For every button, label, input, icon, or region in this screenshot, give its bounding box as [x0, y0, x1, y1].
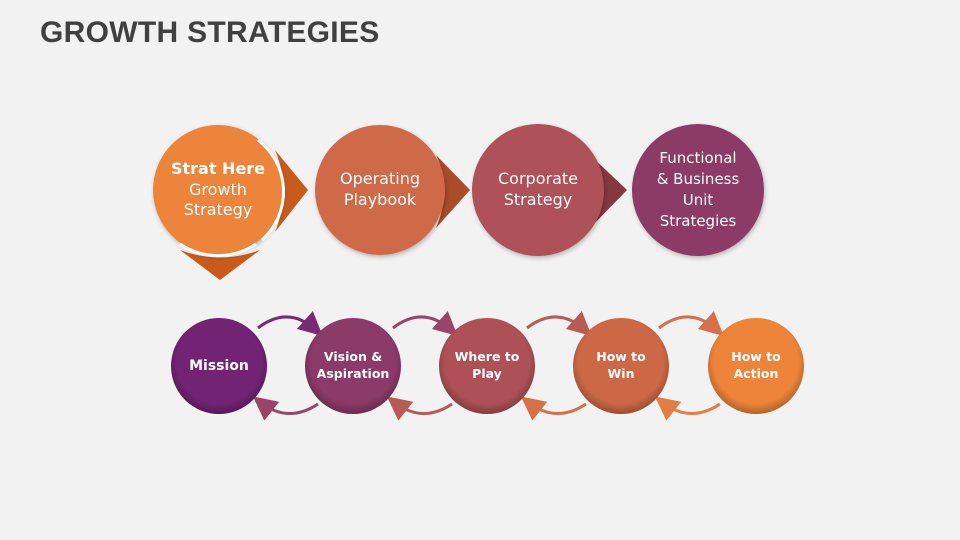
cycle-label-vision: Vision & Aspiration	[316, 349, 390, 381]
cycle-label-how-to-win: How to Win	[596, 349, 646, 381]
step-circle-corporate-strategy	[472, 124, 604, 256]
backward-arrow-icon	[386, 396, 453, 421]
chevron-arrow-icon	[275, 150, 308, 232]
chevron-down-icon	[180, 250, 260, 280]
step-circle-functional-business	[632, 124, 764, 256]
page-title: GROWTH STRATEGIES	[40, 16, 380, 49]
cycle-label-how-to-action: How to Action	[731, 349, 781, 381]
backward-arrow-icon	[252, 396, 319, 421]
start-here-heading: Strat Here	[170, 158, 266, 178]
step-label-functional-business: Functional & Business Unit Strategies	[656, 149, 740, 230]
step-circle-growth-strategy	[153, 125, 283, 255]
forward-arrow-icon	[526, 311, 592, 336]
cycle-label-where-to-play: Where to Play	[454, 349, 520, 381]
forward-arrow-icon	[658, 311, 724, 336]
step-circle-operating-playbook	[315, 125, 445, 255]
backward-arrow-icon	[654, 396, 721, 421]
forward-arrow-icon	[257, 311, 323, 336]
forward-arrow-icon	[392, 311, 458, 336]
backward-arrow-icon	[520, 396, 587, 421]
step-label-operating-playbook: Operating Playbook	[340, 169, 420, 209]
cycle-label-mission: Mission	[189, 357, 249, 374]
step-text: Growth Strategy	[183, 179, 253, 220]
step-label-corporate-strategy: Corporate Strategy	[498, 169, 578, 209]
chevron-arrow-icon	[436, 155, 470, 228]
